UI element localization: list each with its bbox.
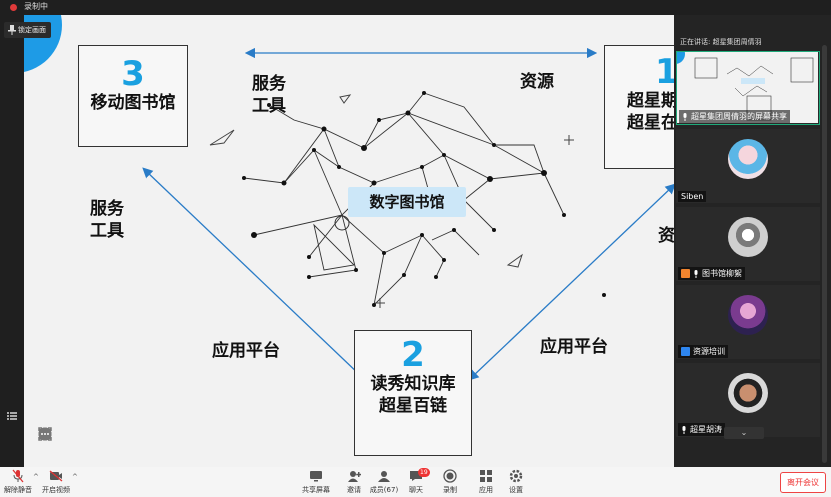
pen-icon[interactable] bbox=[40, 427, 107, 446]
chat-badge: 19 bbox=[418, 468, 430, 477]
box2-number: 2 bbox=[401, 335, 425, 375]
mic-icon bbox=[682, 425, 686, 434]
apps-button[interactable]: 应用 bbox=[468, 469, 504, 495]
lock-view-button[interactable]: 锁定画面 bbox=[4, 22, 51, 38]
participant-name: 超星集团周倩羽的屏幕共享 bbox=[679, 110, 790, 123]
mic-muted-icon bbox=[12, 469, 24, 483]
more-icon[interactable] bbox=[38, 427, 207, 446]
speaking-indicator: 正在讲话: 超星集团周倩羽 bbox=[680, 38, 762, 46]
participant-tile-resource-training[interactable]: 资源培训 bbox=[676, 285, 820, 359]
recording-bar: 录制中 bbox=[0, 0, 831, 15]
participant-name: Siben bbox=[678, 191, 707, 202]
resource-right-label: 资 bbox=[658, 226, 674, 246]
duxiu-box: 2 读秀知识库 超星百链 bbox=[354, 330, 472, 456]
participant-name: 图书馆柳絮 bbox=[678, 267, 745, 280]
box3-title: 移动图书馆 bbox=[90, 93, 176, 113]
camera-icon[interactable] bbox=[39, 427, 157, 446]
subtitle-icon[interactable] bbox=[39, 427, 182, 446]
scroll-down-chevron-icon[interactable]: ⌄ bbox=[724, 427, 764, 439]
members-button[interactable]: 成员(67) bbox=[366, 469, 402, 495]
platform-left-label: 应用平台 bbox=[212, 341, 280, 361]
box2-title2: 超星百链 bbox=[379, 396, 447, 416]
participant-panel: 正在讲话: 超星集团周倩羽 超星集团周倩羽的屏幕共享 Siben 图书馆柳絮 bbox=[665, 15, 831, 467]
avatar bbox=[728, 295, 768, 335]
mic-icon bbox=[683, 112, 687, 121]
avatar bbox=[728, 139, 768, 179]
box3-number: 3 bbox=[121, 54, 145, 94]
box1-number: 1 bbox=[655, 52, 674, 92]
platform-right-label: 应用平台 bbox=[540, 337, 608, 357]
mute-options-caret-icon[interactable]: ^ bbox=[33, 473, 39, 481]
avatar bbox=[728, 217, 768, 257]
resource-top-label: 资源 bbox=[520, 72, 554, 92]
members-icon bbox=[378, 471, 390, 482]
share-screen-icon bbox=[310, 471, 322, 482]
start-video-button[interactable]: 开启视频 bbox=[38, 469, 74, 495]
box1-title2: 超星在 bbox=[627, 113, 674, 133]
apps-icon bbox=[480, 470, 492, 482]
digital-library-label: 数字图书馆 bbox=[348, 187, 466, 217]
slide-controls bbox=[38, 427, 207, 446]
user-icon bbox=[681, 347, 690, 356]
user-icon bbox=[681, 269, 690, 278]
settings-button[interactable]: 设置 bbox=[498, 469, 534, 495]
left-strip bbox=[0, 15, 24, 467]
box1-title1: 超星期 bbox=[627, 91, 674, 111]
participant-tile-siben[interactable]: Siben bbox=[676, 129, 820, 203]
recording-status: 录制中 bbox=[24, 2, 48, 11]
participant-name: 资源培训 bbox=[678, 345, 728, 358]
service-tool-left: 服务 工具 bbox=[90, 199, 124, 241]
record-icon bbox=[443, 469, 457, 483]
video-options-caret-icon[interactable]: ^ bbox=[72, 473, 78, 481]
participant-tile-hutao[interactable]: 超星胡涛 bbox=[676, 363, 820, 437]
shared-screen-slide: 3 移动图书馆 2 读秀知识库 超星百链 1 超星期 超星在 数字图书馆 服务 … bbox=[24, 15, 674, 467]
meeting-toolbar: 解除静音 ^ 开启视频 ^ 共享屏幕 邀请 成员(67) 19 聊天 录制 应用… bbox=[0, 467, 831, 497]
next-slide-icon[interactable] bbox=[38, 427, 82, 446]
invite-icon bbox=[348, 471, 361, 482]
mute-button[interactable]: 解除静音 bbox=[0, 469, 36, 495]
pin-icon bbox=[8, 25, 16, 35]
avatar bbox=[728, 373, 768, 413]
list-icon[interactable] bbox=[4, 408, 20, 424]
box2-title1: 读秀知识库 bbox=[370, 374, 456, 394]
superstar-box: 1 超星期 超星在 bbox=[604, 45, 674, 169]
participant-tile-library[interactable]: 图书馆柳絮 bbox=[676, 207, 820, 281]
lock-view-label: 锁定画面 bbox=[18, 26, 46, 34]
participant-name: 超星胡涛 bbox=[678, 423, 725, 436]
record-button[interactable]: 录制 bbox=[432, 469, 468, 495]
participant-tile-screen-share[interactable]: 超星集团周倩羽的屏幕共享 bbox=[665, 44, 820, 125]
video-off-icon bbox=[49, 470, 63, 482]
panel-scrollbar[interactable] bbox=[822, 45, 827, 463]
leave-meeting-button[interactable]: 离开会议 bbox=[780, 472, 826, 493]
invite-button[interactable]: 邀请 bbox=[336, 469, 372, 495]
gear-icon bbox=[509, 469, 523, 483]
mobile-library-box: 3 移动图书馆 bbox=[78, 45, 188, 147]
screenshot-icon[interactable] bbox=[38, 427, 132, 446]
share-screen-button[interactable]: 共享屏幕 bbox=[298, 469, 334, 495]
chat-button[interactable]: 19 聊天 bbox=[409, 468, 430, 494]
service-tool-top: 服务 工具 bbox=[252, 74, 286, 116]
mic-icon bbox=[694, 269, 698, 278]
recording-icon bbox=[10, 4, 17, 11]
